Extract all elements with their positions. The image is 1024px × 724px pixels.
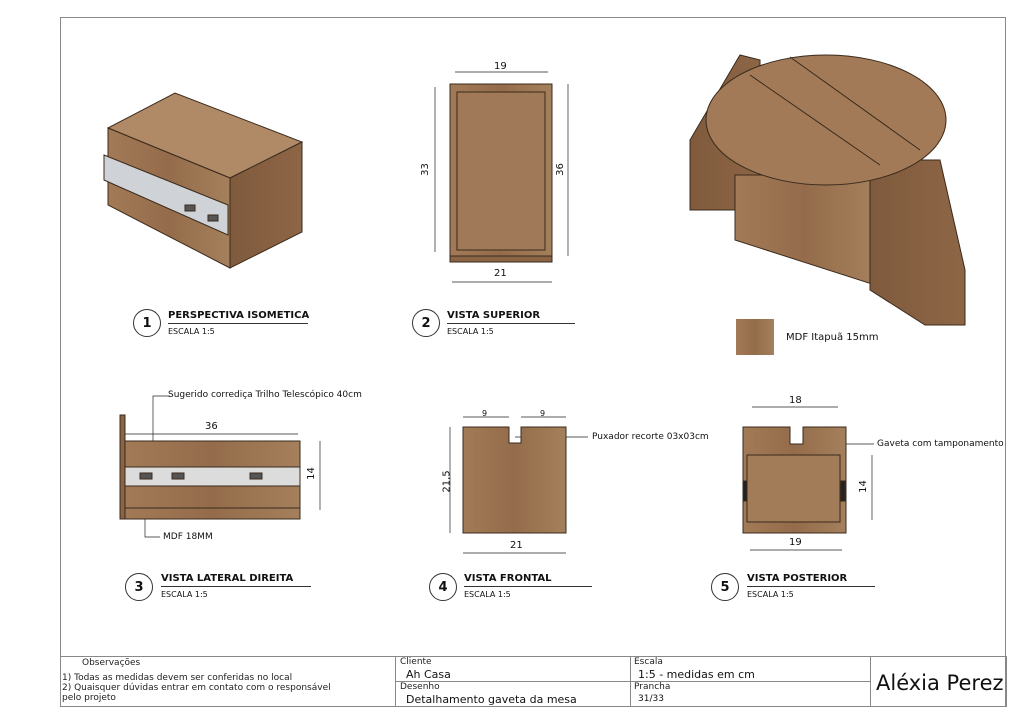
view-title-2: VISTA SUPERIOR — [447, 310, 575, 324]
scale-value: 1:5 - medidas em cm — [638, 668, 755, 681]
drawing-value: Detalhamento gaveta da mesa — [406, 693, 577, 706]
client-label: Cliente — [400, 657, 432, 667]
material-swatch — [736, 319, 774, 355]
isometric-drawer — [103, 92, 304, 269]
observation-1: 1) Todas as medidas devem ser conferidas… — [62, 673, 293, 683]
view-title-5: VISTA POSTERIOR — [747, 573, 875, 587]
client-value: Ah Casa — [406, 668, 451, 681]
dim-back-width: 19 — [789, 537, 802, 548]
sheet-value: 31/33 — [638, 694, 664, 704]
annotation-handle: Puxador recorte 03x03cm — [592, 432, 709, 442]
dim-top-depth-inner: 33 — [419, 163, 431, 176]
dim-front-left: 9 — [482, 409, 488, 418]
dim-top-depth-outer: 36 — [554, 163, 566, 176]
view-number-3: 3 — [125, 573, 153, 601]
view-scale-1: ESCALA 1:5 — [168, 327, 215, 336]
view-scale-5: ESCALA 1:5 — [747, 590, 794, 599]
annotation-mdf: MDF 18MM — [163, 532, 213, 542]
dim-front-width: 21 — [510, 540, 523, 551]
dim-back-top: 18 — [789, 395, 802, 406]
material-label: MDF Itapuã 15mm — [786, 332, 879, 343]
view-title-1: PERSPECTIVA ISOMETICA — [168, 310, 309, 324]
dim-top-width: 19 — [494, 61, 507, 72]
top-view — [449, 83, 553, 263]
dim-back-height: 14 — [857, 480, 869, 493]
side-view — [119, 414, 301, 520]
view-number-1: 1 — [133, 309, 161, 337]
observation-3: pelo projeto — [62, 693, 116, 703]
annotation-back: Gaveta com tamponamento — [877, 439, 1004, 449]
drawing-label: Desenho — [400, 682, 440, 692]
sheet-label: Prancha — [634, 682, 671, 692]
observation-2: 2) Quaisquer dúvidas entrar em contato c… — [62, 683, 331, 693]
table-perspective — [689, 54, 966, 326]
dim-top-bottom-width: 21 — [494, 268, 507, 279]
view-title-3: VISTA LATERAL DIREITA — [161, 573, 311, 587]
dim-front-height: 21,5 — [441, 470, 453, 493]
dim-side-height: 14 — [305, 467, 317, 480]
observations-label: Observações — [82, 658, 141, 668]
view-number-2: 2 — [412, 309, 440, 337]
back-view — [742, 426, 847, 534]
dim-front-right: 9 — [540, 409, 546, 418]
view-title-4: VISTA FRONTAL — [464, 573, 592, 587]
annotation-rail: Sugerido corrediça Trilho Telescópico 40… — [168, 390, 362, 400]
front-view — [462, 426, 567, 534]
scale-label: Escala — [634, 657, 663, 667]
view-number-4: 4 — [429, 573, 457, 601]
view-scale-4: ESCALA 1:5 — [464, 590, 511, 599]
dim-side-length: 36 — [205, 421, 218, 432]
author-name: Aléxia Perez — [876, 671, 1004, 695]
view-scale-2: ESCALA 1:5 — [447, 327, 494, 336]
view-number-5: 5 — [711, 573, 739, 601]
author-cell — [870, 656, 1007, 707]
view-scale-3: ESCALA 1:5 — [161, 590, 208, 599]
